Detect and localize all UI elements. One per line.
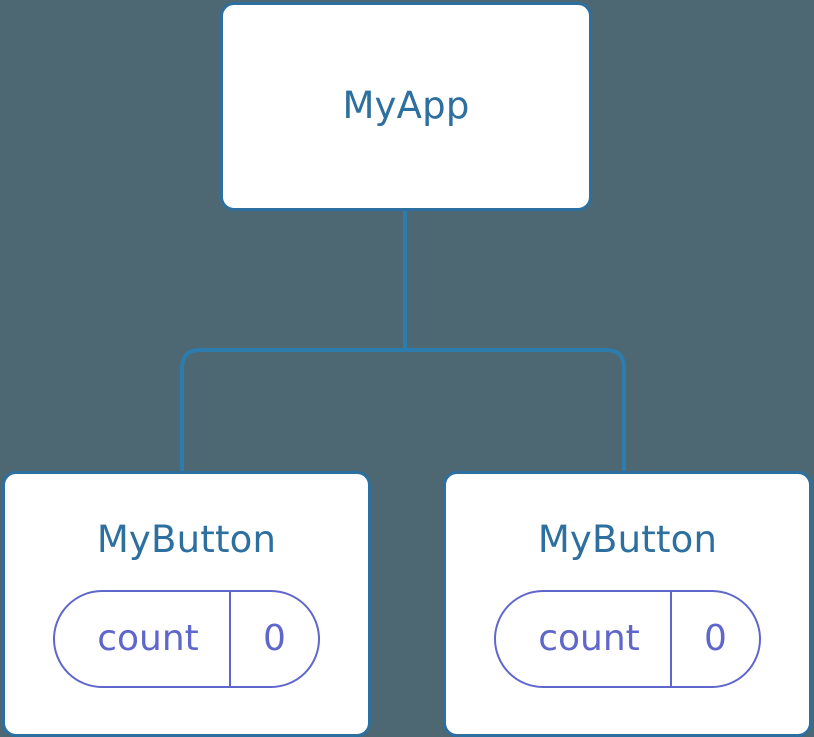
state-pill-key-cell: count	[496, 592, 672, 686]
state-key-label: count	[538, 618, 640, 659]
state-value-label: 0	[263, 618, 286, 659]
node-title: MyButton	[537, 518, 718, 561]
state-key-label: count	[97, 618, 199, 659]
node-title: MyApp	[342, 84, 470, 127]
connector-left-branch	[180, 348, 405, 475]
state-pill-value-cell: 0	[231, 592, 318, 686]
state-pill[interactable]: count 0	[494, 590, 761, 688]
tree-node-myapp[interactable]: MyApp	[220, 2, 592, 211]
state-pill-key-cell: count	[55, 592, 231, 686]
node-title: MyButton	[96, 518, 277, 561]
tree-node-mybutton-1[interactable]: MyButton count 0	[443, 471, 812, 737]
tree-node-mybutton-0[interactable]: MyButton count 0	[2, 471, 371, 737]
state-pill-value-cell: 0	[672, 592, 759, 686]
state-value-label: 0	[704, 618, 727, 659]
connector-right-branch	[405, 348, 626, 475]
state-pill[interactable]: count 0	[53, 590, 320, 688]
